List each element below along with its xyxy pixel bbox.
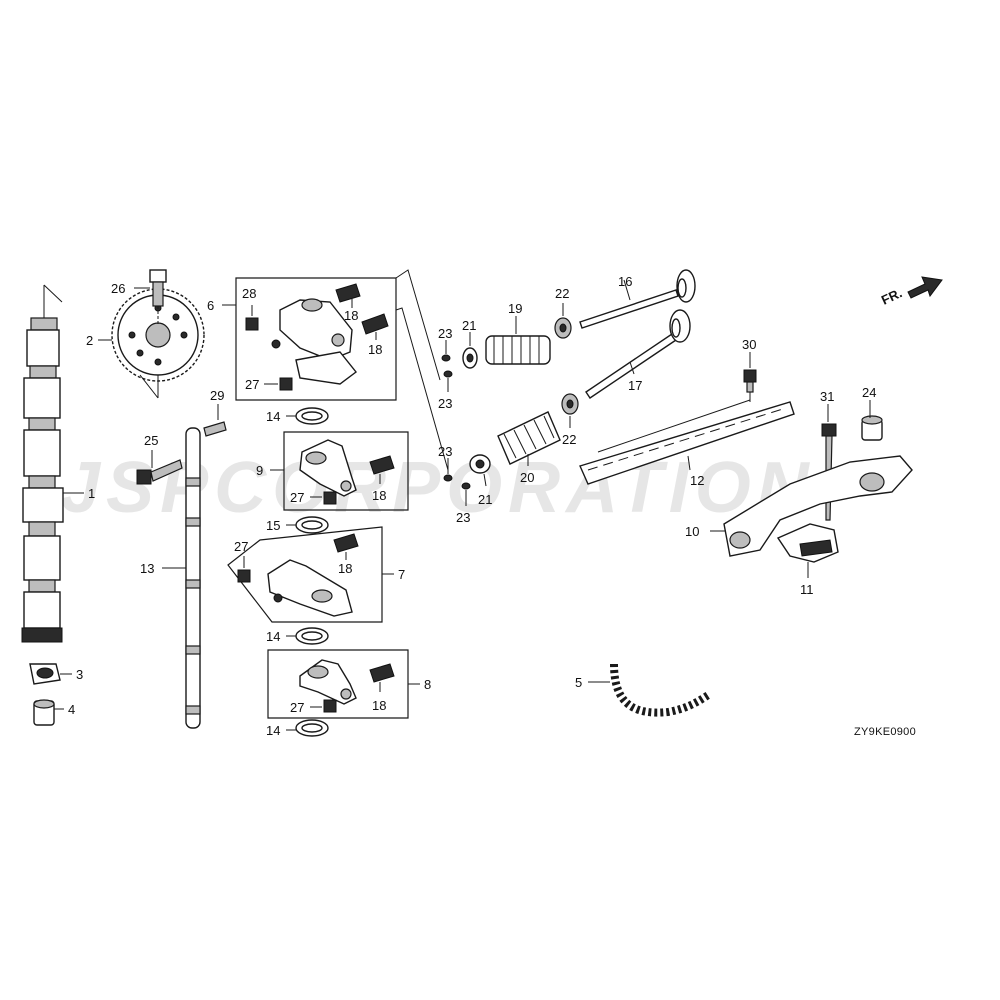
adjust-screw-7	[333, 533, 359, 553]
callout-4: 4	[68, 702, 75, 717]
callout-22b: 22	[562, 432, 576, 447]
valve-spring-upper	[485, 335, 551, 365]
callout-20: 20	[520, 470, 534, 485]
rocker-shaft	[185, 427, 201, 729]
callout-21a: 21	[462, 318, 476, 333]
callout-2: 2	[86, 333, 93, 348]
callout-3: 3	[76, 667, 83, 682]
thrust-washer-bottom	[295, 719, 329, 737]
callout-14c: 14	[266, 723, 280, 738]
cam-chain-guide	[579, 401, 795, 485]
callout-25: 25	[144, 433, 158, 448]
rocker-shaft-bolt	[136, 459, 183, 485]
callout-12: 12	[690, 473, 704, 488]
callout-18b: 18	[368, 342, 382, 357]
rocker-bolt-upper	[335, 283, 361, 303]
valve-cotter-upper-a	[441, 354, 451, 362]
nut-9	[323, 491, 337, 505]
callout-30: 30	[742, 337, 756, 352]
callout-5: 5	[575, 675, 582, 690]
callout-1: 1	[88, 486, 95, 501]
callout-15: 15	[266, 518, 280, 533]
callout-16: 16	[618, 274, 632, 289]
adjust-screw-9	[369, 455, 395, 475]
callout-9: 9	[256, 463, 263, 478]
callout-22a: 22	[555, 286, 569, 301]
direction-arrow-icon	[907, 276, 943, 299]
rocker-arm-9	[299, 439, 357, 497]
rocker-arm-exhaust-assembly	[271, 298, 357, 385]
callout-23a: 23	[438, 326, 452, 341]
callout-17: 17	[628, 378, 642, 393]
valve-cotter-lower-a	[443, 474, 453, 482]
nut-7	[237, 569, 251, 583]
thrust-washer-top	[295, 407, 329, 425]
callout-13: 13	[140, 561, 154, 576]
callout-7: 7	[398, 567, 405, 582]
chain-tensioner-lifter	[776, 523, 839, 563]
rocker-arm-8	[299, 659, 357, 705]
front-direction-indicator: FR.	[879, 276, 943, 308]
callout-18e: 18	[372, 698, 386, 713]
callout-26: 26	[111, 281, 125, 296]
thrust-washer-15	[295, 516, 329, 534]
callout-27a: 27	[245, 377, 259, 392]
callout-19: 19	[508, 301, 522, 316]
callout-8: 8	[424, 677, 431, 692]
rocker-arm-intake-assembly	[267, 559, 353, 617]
callout-28: 28	[242, 286, 256, 301]
callout-10: 10	[685, 524, 699, 539]
callout-29: 29	[210, 388, 224, 403]
callout-27b: 27	[290, 490, 304, 505]
watermark: JSPCORPORATION	[60, 448, 815, 528]
callout-24: 24	[862, 385, 876, 400]
callout-27d: 27	[290, 700, 304, 715]
spring-retainer-lower	[469, 454, 491, 474]
callout-14a: 14	[266, 409, 280, 424]
nut-8	[323, 699, 337, 713]
valve-stem-seal-lower	[561, 393, 579, 415]
valve-cotter-upper-b	[443, 370, 453, 378]
diagram-code: ZY9KE0900	[854, 726, 916, 738]
callout-18a: 18	[344, 308, 358, 323]
callout-14b: 14	[266, 629, 280, 644]
callout-18c: 18	[372, 488, 386, 503]
callout-23c: 23	[438, 444, 452, 459]
tensioner-collar	[861, 415, 883, 441]
callout-11: 11	[800, 582, 814, 597]
callout-31: 31	[820, 389, 834, 404]
adjust-screw-8	[369, 663, 395, 683]
camshaft	[21, 284, 64, 643]
callout-6: 6	[207, 298, 214, 313]
chain-tensioner-arm	[723, 455, 913, 557]
thrust-washer-middle	[295, 627, 329, 645]
callout-21b: 21	[478, 492, 492, 507]
spring-retainer-upper	[462, 347, 478, 369]
rocker-bolt-middle	[361, 313, 389, 335]
callout-27c: 27	[234, 539, 248, 554]
callout-18d: 18	[338, 561, 352, 576]
lock-nut-upper	[245, 317, 259, 331]
direction-label: FR.	[879, 285, 904, 307]
valve-stem-seal-upper	[554, 317, 572, 339]
cam-collar	[33, 699, 55, 726]
valve-spring-lower	[497, 411, 561, 465]
valve-cotter-lower-b	[461, 482, 471, 490]
cam-plate	[29, 663, 61, 685]
cam-chain	[610, 595, 898, 719]
callout-23d: 23	[456, 510, 470, 525]
cam-gear-bolt	[149, 269, 167, 325]
nut-6	[279, 377, 293, 391]
chain-guide-bolt	[743, 369, 757, 393]
callout-23b: 23	[438, 396, 452, 411]
exhaust-valve	[579, 269, 696, 329]
shaft-pin	[203, 421, 227, 437]
